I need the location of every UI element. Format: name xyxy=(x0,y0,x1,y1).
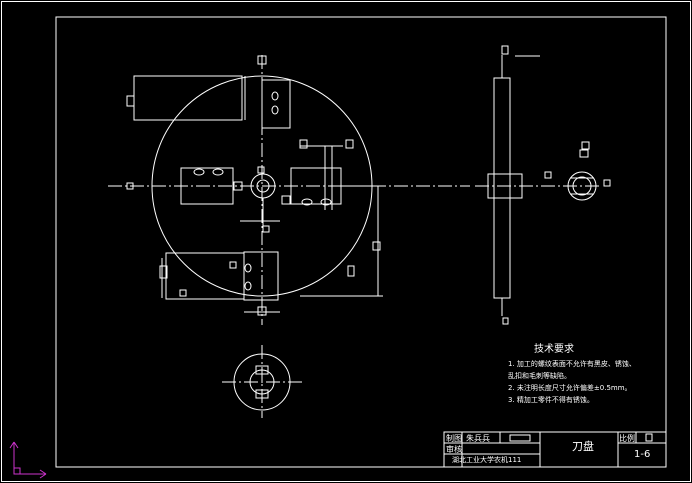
scale-label: 比例 xyxy=(619,434,635,443)
technical-requirements-title: 技术要求 xyxy=(534,344,574,355)
school-name: 湖北工业大学农机111 xyxy=(452,456,522,464)
drawing-number: 1-6 xyxy=(634,449,651,460)
technical-requirements-list: 1. 加工的螺纹表面不允许有黑皮、锈蚀、 乱扣和毛刺等缺陷。 2. 未注明长度尺… xyxy=(508,358,636,406)
note-line: 3. 精加工零件不得有锈蚀。 xyxy=(508,396,594,404)
disc-side-view xyxy=(475,45,600,325)
checked-by-label: 审核 xyxy=(446,445,462,454)
note-line: 1. 加工的螺纹表面不允许有黑皮、锈蚀、 xyxy=(508,360,636,368)
hub-detail-view xyxy=(544,141,611,201)
note-line: 乱扣和毛刺等缺陷。 xyxy=(508,372,571,380)
drawn-by-label: 制图 xyxy=(446,434,462,443)
disc-front-view xyxy=(108,55,470,325)
hub-section-view xyxy=(222,345,302,418)
ucs-icon xyxy=(9,441,47,479)
part-name: 刀盘 xyxy=(572,440,594,453)
drawn-by-name: 朱兵兵 xyxy=(466,434,490,443)
note-line: 2. 未注明长度尺寸允许偏差±0.5mm。 xyxy=(508,384,632,392)
title-block xyxy=(443,431,667,468)
drawing-border xyxy=(55,16,667,468)
